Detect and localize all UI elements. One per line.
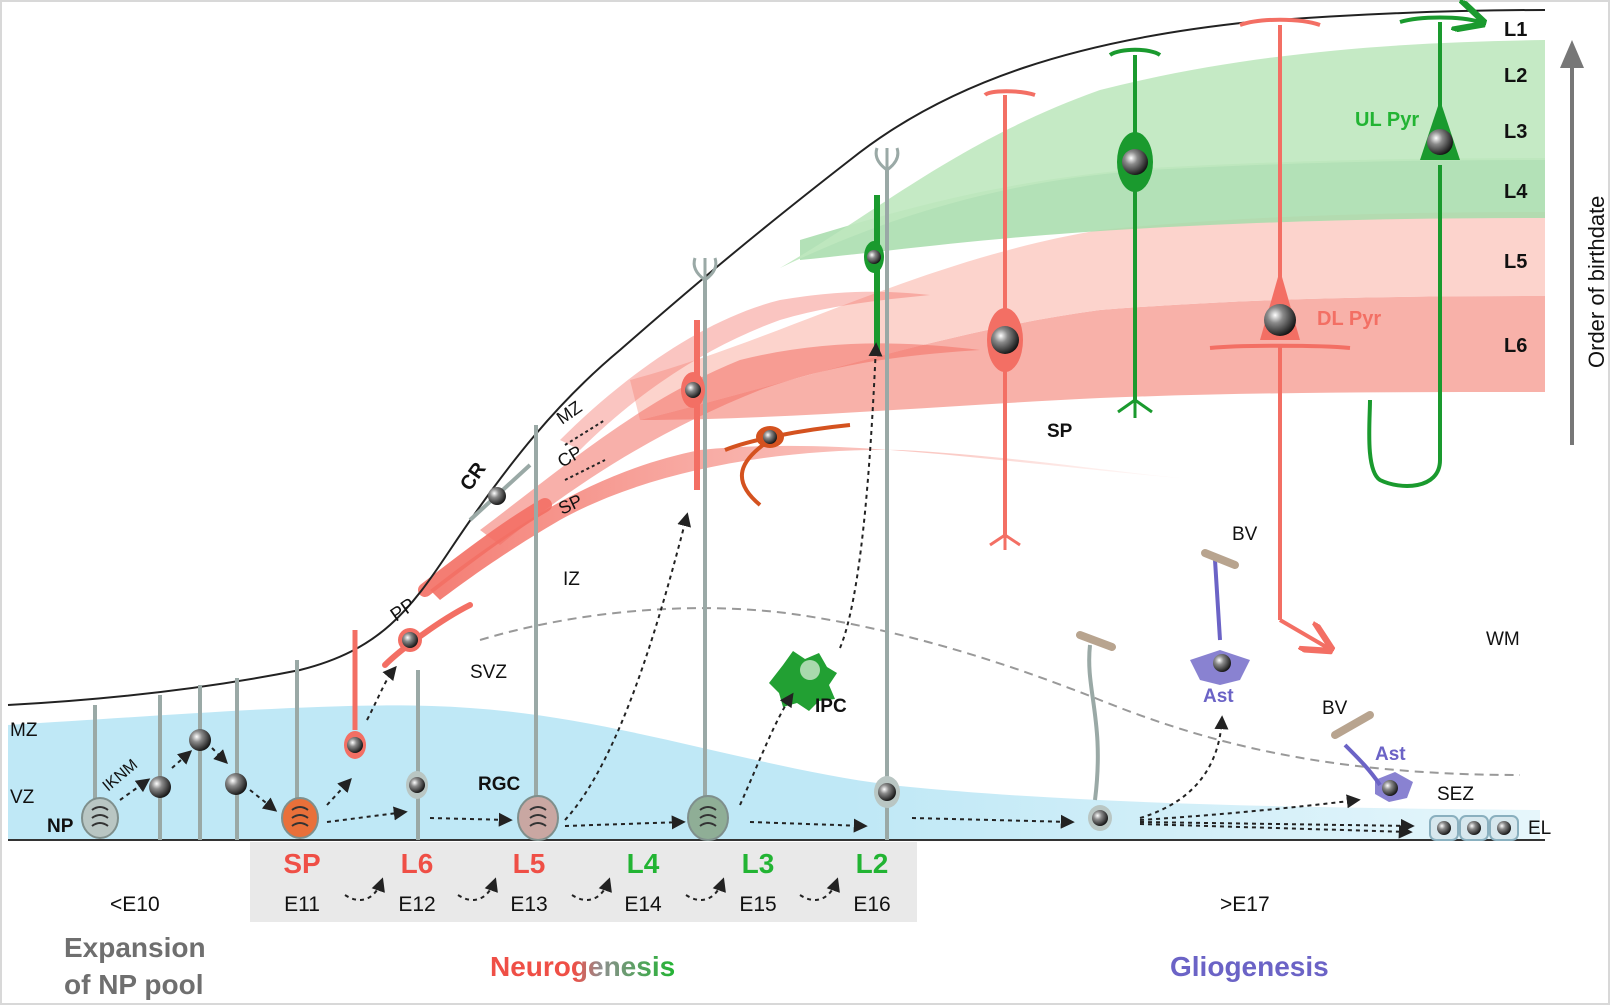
- pp-neuron: [382, 602, 473, 668]
- zone-iz: IZ: [563, 569, 580, 590]
- dl-pyr-neuron: [1209, 17, 1351, 648]
- svz-boundary: [479, 607, 1521, 776]
- phase-expansion-line1: Expansion: [64, 932, 206, 963]
- astrocyte-lower: [1331, 711, 1413, 802]
- rgc-late: [1076, 631, 1116, 831]
- zone-np: NP: [47, 816, 74, 837]
- stage-day-e14: E14: [624, 893, 662, 916]
- zone-wm: WM: [1486, 629, 1520, 650]
- astrocyte-upper: [1190, 549, 1250, 685]
- rgc-e12: [406, 670, 428, 840]
- stage-label-l4: L4: [627, 848, 660, 879]
- stage-day-e16: E16: [853, 893, 890, 916]
- ul-pyr-neuron-2: [1367, 18, 1480, 488]
- sp-stream: [430, 445, 1180, 600]
- zone-rgc: RGC: [478, 774, 521, 795]
- zone-cr: CR: [456, 458, 491, 495]
- rgc-e11: [281, 660, 319, 839]
- stage-label-l3: L3: [742, 848, 775, 879]
- zone-sp-upper: SP: [1047, 421, 1073, 442]
- stage-label-l2: L2: [856, 848, 889, 879]
- l5-neuron-migrating: [681, 320, 705, 490]
- rgc-e16: [874, 147, 900, 840]
- layer-label-l2: L2: [1504, 65, 1527, 87]
- timeline-curved-arrows: [344, 877, 840, 901]
- lineage-arrows: [119, 342, 1415, 839]
- zone-ipc: IPC: [815, 696, 847, 717]
- zone-ast-1: Ast: [1203, 686, 1234, 707]
- timeline-band: [250, 842, 917, 922]
- cp-sp-separator: [564, 459, 606, 481]
- layer-label-l5: L5: [1504, 251, 1527, 273]
- multipolar-neuron: [724, 423, 851, 507]
- stage-day-e11: E11: [284, 893, 320, 916]
- mz-cp-separator: [564, 419, 606, 446]
- l2-neuron-migrating: [864, 195, 884, 355]
- stage-day-e15: E15: [739, 893, 776, 916]
- mz-stream: [560, 291, 930, 450]
- iknm-cells: [149, 678, 247, 840]
- phase-expansion-line2: of NP pool: [64, 969, 203, 1000]
- ependymal-cells: [1429, 815, 1519, 841]
- zone-vz: VZ: [10, 787, 35, 808]
- pp-stream: [418, 498, 552, 597]
- ul-pyr-neuron: [1108, 47, 1162, 418]
- rgc-e14: [687, 257, 729, 841]
- zone-bv-1: BV: [1232, 524, 1258, 545]
- birthdate-arrowhead: [1560, 40, 1584, 68]
- layer-band-l2-l3: [780, 40, 1545, 268]
- layer-band-l6: [640, 296, 1545, 420]
- phase-neurogenesis: Neurogenesis: [490, 951, 675, 982]
- zone-ast-2: Ast: [1375, 744, 1406, 765]
- cp-stream: [480, 343, 980, 545]
- zone-svz: SVZ: [470, 662, 507, 683]
- rgc-e13: [517, 425, 559, 841]
- layer-label-l1: L1: [1504, 19, 1527, 41]
- layer-band-l5: [630, 212, 1545, 420]
- layer-band-l4: [800, 158, 1545, 260]
- timeline-end: >E17: [1220, 893, 1270, 916]
- zone-el: EL: [1528, 818, 1551, 839]
- dl-pyr-label: DL Pyr: [1317, 308, 1381, 330]
- stage-label-l5: L5: [513, 848, 546, 879]
- timeline-start: <E10: [110, 893, 160, 916]
- stage-day-e12: E12: [398, 893, 435, 916]
- layer-label-l6: L6: [1504, 335, 1527, 357]
- cr-cell: [468, 463, 532, 522]
- zone-bv-2: BV: [1322, 698, 1348, 719]
- phase-gliogenesis: Gliogenesis: [1170, 951, 1329, 982]
- sp-neuron-migrating: [344, 630, 366, 759]
- np-cell: [81, 705, 119, 839]
- birthdate-label: Order of birthdate: [1584, 196, 1609, 368]
- stage-label-sp: SP: [283, 848, 320, 879]
- zone-mz-left: MZ: [10, 720, 38, 741]
- ul-pyr-label: UL Pyr: [1355, 109, 1419, 131]
- layer-label-l4: L4: [1504, 181, 1528, 203]
- sp-neuron-mature: [983, 89, 1036, 550]
- stage-day-e13: E13: [510, 893, 547, 916]
- ventricular-zone: [8, 705, 1540, 840]
- layer-label-l3: L3: [1504, 121, 1527, 143]
- zone-sez: SEZ: [1437, 784, 1474, 805]
- stage-label-l6: L6: [401, 848, 434, 879]
